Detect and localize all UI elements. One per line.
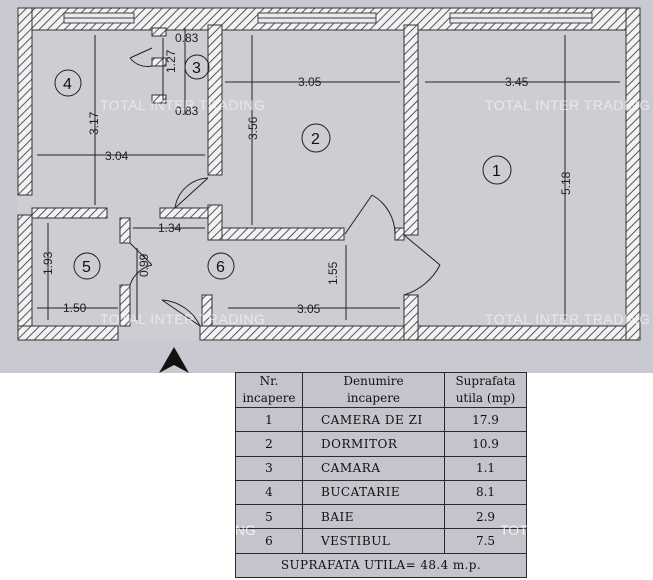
cell-area: 7.5 xyxy=(444,528,527,554)
room-table-panel: Nr. incapere Denumire incapere Suprafata… xyxy=(235,372,527,579)
dim-label: 5.18 xyxy=(559,171,573,195)
cell-nr: 3 xyxy=(235,455,303,481)
watermark: TOTAL INTER TRADING xyxy=(485,97,650,113)
windows xyxy=(63,12,593,24)
table-row: 1 CAMERA DE ZI 17.9 xyxy=(235,406,527,433)
cell-area: 17.9 xyxy=(444,406,527,433)
cell-name: VESTIBUL xyxy=(302,528,445,554)
room-table: Nr. incapere Denumire incapere Suprafata… xyxy=(235,372,527,579)
table-row: 2 DORMITOR 10.9 xyxy=(235,431,527,457)
room-number: 5 xyxy=(82,259,91,276)
table-row: 3 CAMARA 1.1 xyxy=(235,455,527,481)
table-row: 6 VESTIBUL 7.5 xyxy=(235,528,527,554)
watermark: TOTAL INTER TRADING xyxy=(100,311,265,327)
dimension-lines xyxy=(37,28,620,320)
dim-label: 1.55 xyxy=(326,261,340,285)
dim-label: 1.27 xyxy=(164,49,178,73)
table-total-row: SUPRAFATA UTILA= 48.4 m.p. xyxy=(235,552,527,579)
dim-label: 3.17 xyxy=(87,111,101,135)
room-marker-4 xyxy=(54,69,82,97)
cell-area: 1.1 xyxy=(444,455,527,481)
floor-plan: 0.83 1.27 0.83 3.17 3.04 3.05 3.56 3.45 … xyxy=(0,0,653,373)
cell-name: CAMERA DE ZI xyxy=(302,406,445,433)
dim-label: 3.05 xyxy=(297,302,321,316)
north-arrow-icon xyxy=(159,347,189,373)
cell-area: 8.1 xyxy=(444,479,527,506)
cell-area: 10.9 xyxy=(444,431,527,457)
col-header-nr: Nr. incapere xyxy=(235,372,303,408)
total-area: SUPRAFATA UTILA= 48.4 m.p. xyxy=(235,552,527,579)
table-header-row: Nr. incapere Denumire incapere Suprafata… xyxy=(235,372,527,408)
dim-label: 1.50 xyxy=(63,301,87,315)
room-marker-1 xyxy=(482,155,512,185)
interior-walls xyxy=(31,24,419,341)
room-number: 4 xyxy=(63,76,72,93)
dim-label: 3.45 xyxy=(505,75,529,89)
room-marker-5 xyxy=(73,252,101,280)
cell-nr: 1 xyxy=(235,406,303,433)
floor-plan-drawing: 0.83 1.27 0.83 3.17 3.04 3.05 3.56 3.45 … xyxy=(17,7,650,341)
room-number: 6 xyxy=(216,259,225,276)
col-header-name: Denumire incapere xyxy=(302,372,445,408)
table-row: 4 BUCATARIE 8.1 xyxy=(235,479,527,506)
room-marker-6 xyxy=(207,252,235,280)
dim-label: 3.05 xyxy=(298,75,322,89)
cell-nr: 6 xyxy=(235,528,303,554)
watermark: TOTAL INTER TRADING xyxy=(100,97,265,113)
cell-nr: 5 xyxy=(235,504,303,530)
watermark: TOTAL INTER TRADING xyxy=(485,311,650,327)
room-number: 2 xyxy=(311,131,320,148)
dim-label: 0.83 xyxy=(175,104,199,118)
room-markers: 1 2 3 4 5 6 xyxy=(54,54,512,280)
cell-name: BAIE xyxy=(302,504,445,530)
cell-nr: 4 xyxy=(235,479,303,506)
room-number: 1 xyxy=(492,163,501,180)
door-swings xyxy=(129,47,441,327)
room-number: 3 xyxy=(192,60,201,77)
watermark: TOTAL INTER TRADIN xyxy=(500,522,645,538)
cell-name: CAMARA xyxy=(302,455,445,481)
cell-name: DORMITOR xyxy=(302,431,445,457)
col-header-area: Suprafata utila (mp) xyxy=(444,372,527,408)
room-marker-3 xyxy=(184,54,210,80)
cell-nr: 2 xyxy=(235,431,303,457)
dim-label: 3.04 xyxy=(105,149,129,163)
watermark: TOTAL INTER TRADING xyxy=(100,522,256,538)
dim-label: 1.93 xyxy=(41,251,55,275)
dim-label: 0.99 xyxy=(137,253,151,277)
dim-label: 0.83 xyxy=(175,31,199,45)
floor-area xyxy=(18,8,640,340)
table-row: 5 BAIE 2.9 xyxy=(235,504,527,530)
cell-name: BUCATARIE xyxy=(302,479,445,506)
dim-label: 3.56 xyxy=(246,116,260,140)
dim-label: 1.34 xyxy=(158,221,182,235)
room-marker-2 xyxy=(301,123,331,153)
